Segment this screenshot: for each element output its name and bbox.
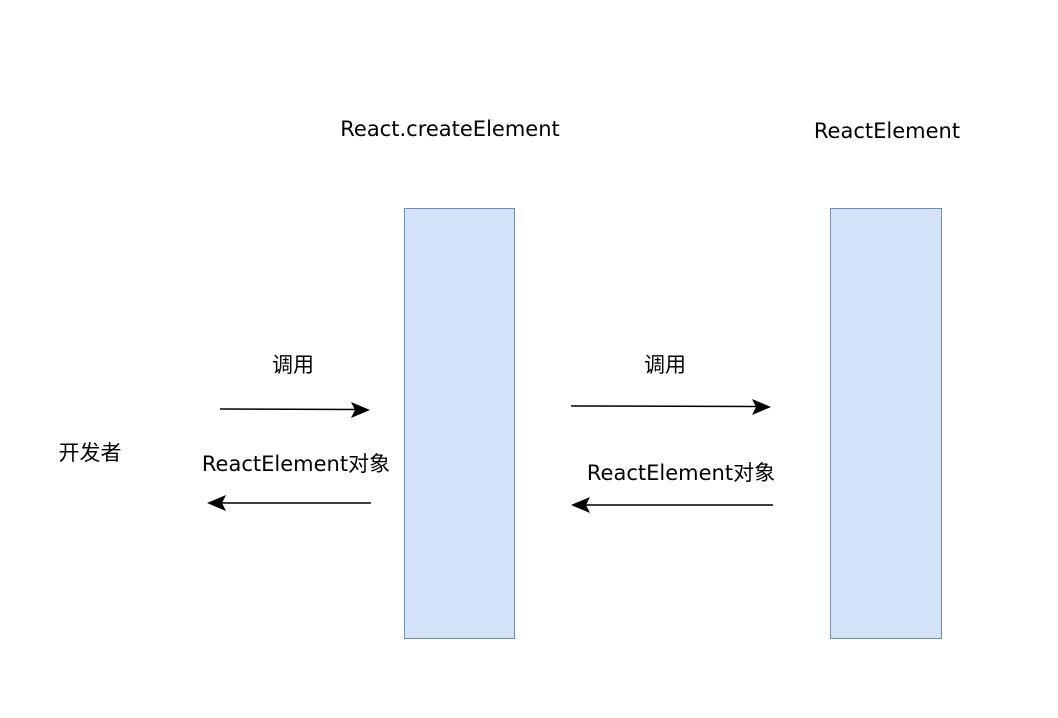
create-element-lifeline-box — [404, 208, 515, 639]
arrow-dev-to-create — [219, 402, 370, 418]
create-to-element-label: 调用 — [644, 353, 686, 377]
arrow-create-to-dev — [207, 495, 371, 511]
developer-label: 开发者 — [58, 441, 122, 465]
dev-to-create-label: 调用 — [272, 353, 314, 377]
create-element-title: React.createElement — [340, 117, 560, 141]
react-element-title: ReactElement — [813, 119, 961, 143]
react-element-lifeline-box — [830, 208, 942, 639]
element-to-create-label: ReactElement对象 — [586, 461, 776, 485]
arrow-create-to-element — [570, 399, 771, 415]
arrow-element-to-create — [571, 497, 773, 513]
create-to-dev-label: ReactElement对象 — [201, 452, 391, 476]
